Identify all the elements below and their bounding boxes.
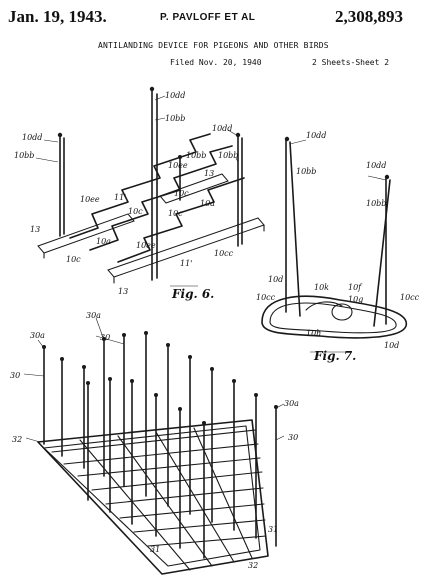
- fig7-callout: 10cc: [256, 293, 276, 302]
- fig7-callout: 10cc: [400, 293, 420, 302]
- fig6-callout: 10a: [200, 199, 215, 208]
- fig7-callout: 10h: [306, 329, 321, 338]
- patent-date: Jan. 19, 1943.: [8, 7, 107, 26]
- rack-callout: 32: [12, 435, 22, 444]
- fig6-base-bar: [37, 213, 135, 254]
- inventor-names: P. PAVLOFF ET AL: [160, 12, 256, 23]
- fig6-callout: 10bb: [186, 151, 206, 160]
- patent-title: ANTILANDING DEVICE FOR PIGEONS AND OTHER…: [98, 41, 329, 50]
- rack-callout: 30: [288, 433, 298, 442]
- fig6-callout: 10ee: [80, 195, 100, 204]
- rack-callout: 30: [100, 333, 110, 342]
- rack-drawing: 30a 30a 30 30 30a 30 32 31 31 32: [10, 311, 299, 575]
- rack-rod-row: [43, 333, 277, 547]
- fig7-callout: 10bb: [296, 167, 316, 176]
- fig6-callout: 10bb: [165, 114, 185, 123]
- fig6-callout: 10ee: [136, 241, 156, 250]
- fig6-callout: 13: [204, 169, 214, 178]
- rack-callout: 30a: [86, 311, 101, 320]
- fig6-base-bar: [159, 173, 229, 204]
- figure-7-drawing: 10dd 10dd 10bb 10bb 10d 10k 10f 10g 10cc…: [256, 131, 420, 363]
- patent-number: 2,308,893: [335, 7, 403, 26]
- fig6-callout: 10dd: [165, 91, 185, 100]
- fig6-callout: 11': [180, 259, 192, 268]
- fig6-callout: 10ee: [168, 161, 188, 170]
- fig7-callout: 10d: [268, 275, 283, 284]
- fig6-label: Fig. 6.: [171, 287, 214, 301]
- fig7-label: Fig. 7.: [313, 349, 356, 363]
- rack-callout: 31: [150, 545, 160, 554]
- fig6-callout: 10c: [168, 209, 183, 218]
- fig6-callout: 10c: [128, 207, 143, 216]
- fig6-callout: 13: [118, 287, 128, 296]
- rack-callout: 30a: [284, 399, 299, 408]
- fig7-callout: 10d: [384, 341, 399, 350]
- fig6-callout: 10c: [66, 255, 81, 264]
- rack-callout: 30: [10, 371, 20, 380]
- fig7-callout: 10dd: [306, 131, 326, 140]
- fig7-callout: 10k: [314, 283, 329, 292]
- fig6-upright-cap: [149, 86, 155, 92]
- rack-callout: 32: [248, 561, 258, 570]
- fig6-callout: 10bb: [14, 151, 34, 160]
- fig6-callout: 11': [114, 193, 126, 202]
- fig7-callout: 10g: [348, 295, 363, 304]
- sheet-count: 2 Sheets-Sheet 2: [312, 58, 390, 67]
- filing-date: Filed Nov. 20, 1940: [170, 58, 262, 67]
- fig6-callout: 10dd: [22, 133, 42, 142]
- fig6-callout: 10c: [174, 189, 189, 198]
- fig6-base-bar: [107, 217, 265, 278]
- fig7-callout: 10dd: [366, 161, 386, 170]
- fig6-zigzag-wire: [69, 133, 211, 239]
- fig6-callout: 13: [30, 225, 40, 234]
- rack-callout: 30a: [30, 331, 45, 340]
- fig7-callout: 10f: [348, 283, 363, 292]
- fig6-callout: 10a: [96, 237, 111, 246]
- fig6-callout: 10cc: [214, 249, 234, 258]
- rack-callout: 31: [268, 525, 278, 534]
- figure-6-drawing: 10dd 10bb 10dd 10bb 10dd 10ee 10bb 10bb …: [14, 86, 265, 301]
- fig6-callout: 10bb: [218, 151, 238, 160]
- fig7-callout: 10bb: [366, 199, 386, 208]
- fig6-zigzag-wire: [89, 145, 233, 251]
- fig6-zigzag-wire: [117, 177, 245, 263]
- fig6-callout: 10dd: [212, 124, 232, 133]
